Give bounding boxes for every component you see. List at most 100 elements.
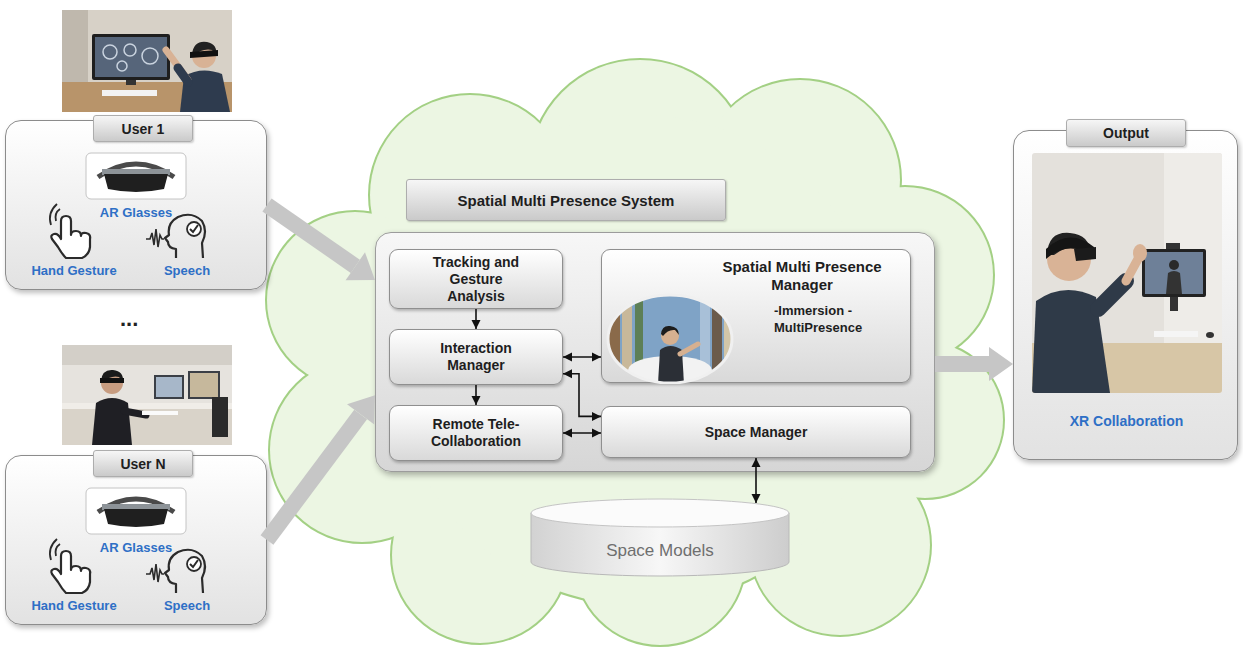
connector: [563, 369, 601, 421]
input-icons-part: [86, 153, 186, 199]
presence-illustration-part-part: [712, 290, 722, 384]
process-box: Tracking and Gesture Analysis: [389, 249, 563, 309]
user-photo-part: [192, 44, 216, 68]
user-photo-part: [101, 372, 123, 394]
user-photo-part: [117, 61, 127, 71]
arrow-head: [347, 395, 375, 424]
connector: [472, 309, 481, 329]
node-text: Spatial Multi Presence System: [406, 179, 726, 221]
arrow-head: [346, 252, 375, 280]
user-photo-part: [62, 345, 232, 365]
user-photo-part: [62, 82, 232, 112]
user-photo-part: [154, 375, 184, 399]
arrow-head: [563, 353, 572, 362]
node-text: AR Glasses: [66, 205, 206, 221]
input-icons-part: [187, 557, 201, 571]
output-photo-part-part: [1074, 247, 1096, 261]
flow-arrow: [935, 347, 1013, 381]
arrow-head: [563, 369, 572, 378]
presence-illustration-part-part: [658, 346, 684, 384]
connector-line: [563, 374, 601, 417]
cloud-shape-part-part: [750, 455, 930, 635]
presence-illustration-part-part: [661, 326, 679, 336]
node-text: Hand Gesture: [12, 598, 136, 614]
node-text: Spatial Multi Presence Manager: [694, 258, 910, 294]
node-text: Interaction Manager: [421, 340, 531, 374]
user-photo-part: [180, 70, 230, 112]
flow-arrow: [261, 395, 375, 545]
input-icons-part: [190, 560, 198, 567]
user-photo-part: [190, 50, 218, 58]
process-box: Remote Tele-Collaboration: [389, 405, 563, 461]
output-photo-part-part: [1166, 243, 1180, 249]
input-icons-part: [50, 539, 60, 560]
cloud-shape-part-part: [750, 455, 930, 635]
presence-illustration-part-part: [622, 290, 632, 384]
connector: [563, 429, 601, 438]
output-photo-part-part: [1164, 153, 1222, 393]
user-photo-part: [92, 398, 132, 445]
presence-illustration-part: [602, 290, 742, 384]
input-icons-part: [187, 222, 201, 236]
presence-illustration-part-part: [700, 290, 710, 384]
presence-illustration-part: [608, 295, 732, 383]
user-photo-part: [101, 370, 123, 383]
arrow-head: [752, 494, 761, 503]
arrow-head: [989, 347, 1013, 381]
input-icons-part: [165, 215, 205, 258]
input-icons-part: [98, 499, 174, 512]
arrow-head: [592, 429, 601, 438]
output-photo-part-part: [1166, 271, 1182, 294]
input-icons-part: [98, 164, 174, 177]
user-photo-part: [62, 407, 232, 445]
output-photo-part-part: [1133, 244, 1147, 262]
user-photo-part: [62, 345, 232, 445]
node-text: Speech: [144, 598, 230, 614]
input-icons-part: [104, 174, 168, 192]
input-icons-part: [165, 550, 205, 593]
cloud-shape-part-part: [392, 467, 568, 643]
connector-line: [755, 458, 757, 503]
ellipsis-label: ...: [120, 306, 138, 332]
user-panel: User 1AR GlassesHand GestureSpeech: [5, 120, 267, 290]
cylinder-shape-part: [531, 499, 789, 527]
node-text: User 1: [93, 115, 193, 142]
arrow-head: [563, 429, 572, 438]
user-photo: [62, 345, 232, 445]
output-photo-part-part: [1154, 331, 1198, 337]
user-photo-part: [92, 34, 170, 80]
user-photo-part: [62, 10, 232, 112]
flow-arrow: [262, 198, 375, 280]
arrow-head: [592, 353, 601, 362]
cylinder-shape: [530, 498, 790, 578]
input-icons-part: [190, 225, 198, 232]
output-photo-part-part: [1032, 153, 1222, 393]
arrow-head: [592, 412, 601, 421]
arrow-head: [472, 396, 481, 405]
output-panel: OutputXR Collaboration: [1013, 130, 1238, 460]
connector-line: [563, 356, 601, 358]
user-photo-part: [124, 411, 146, 415]
node-text: XR Collaboration: [1014, 413, 1239, 429]
user-photo-part: [166, 50, 188, 80]
user-photo-part: [190, 373, 218, 397]
output-photo-part: [1032, 153, 1222, 393]
output-photo-part-part: [1170, 297, 1178, 311]
node-text: Speech: [144, 263, 230, 279]
input-icons-part: [86, 488, 186, 534]
presence-illustration-part-part: [602, 290, 742, 384]
input-icons-part: [50, 204, 60, 225]
process-box: Space Manager: [601, 406, 911, 458]
user-photo-part: [62, 403, 232, 409]
arrow-head: [752, 458, 761, 467]
arrow-shaft: [261, 410, 367, 545]
input-icons-part: [146, 564, 164, 582]
cloud-shape-part-part: [392, 467, 568, 643]
input-icons-part: [51, 216, 90, 258]
presence-illustration-part-part: [661, 327, 679, 345]
output-photo-part-part: [1032, 290, 1110, 393]
input-icons-part: [104, 509, 168, 527]
input-icons-part: [102, 504, 170, 510]
presence-illustration-part-part: [608, 290, 620, 384]
